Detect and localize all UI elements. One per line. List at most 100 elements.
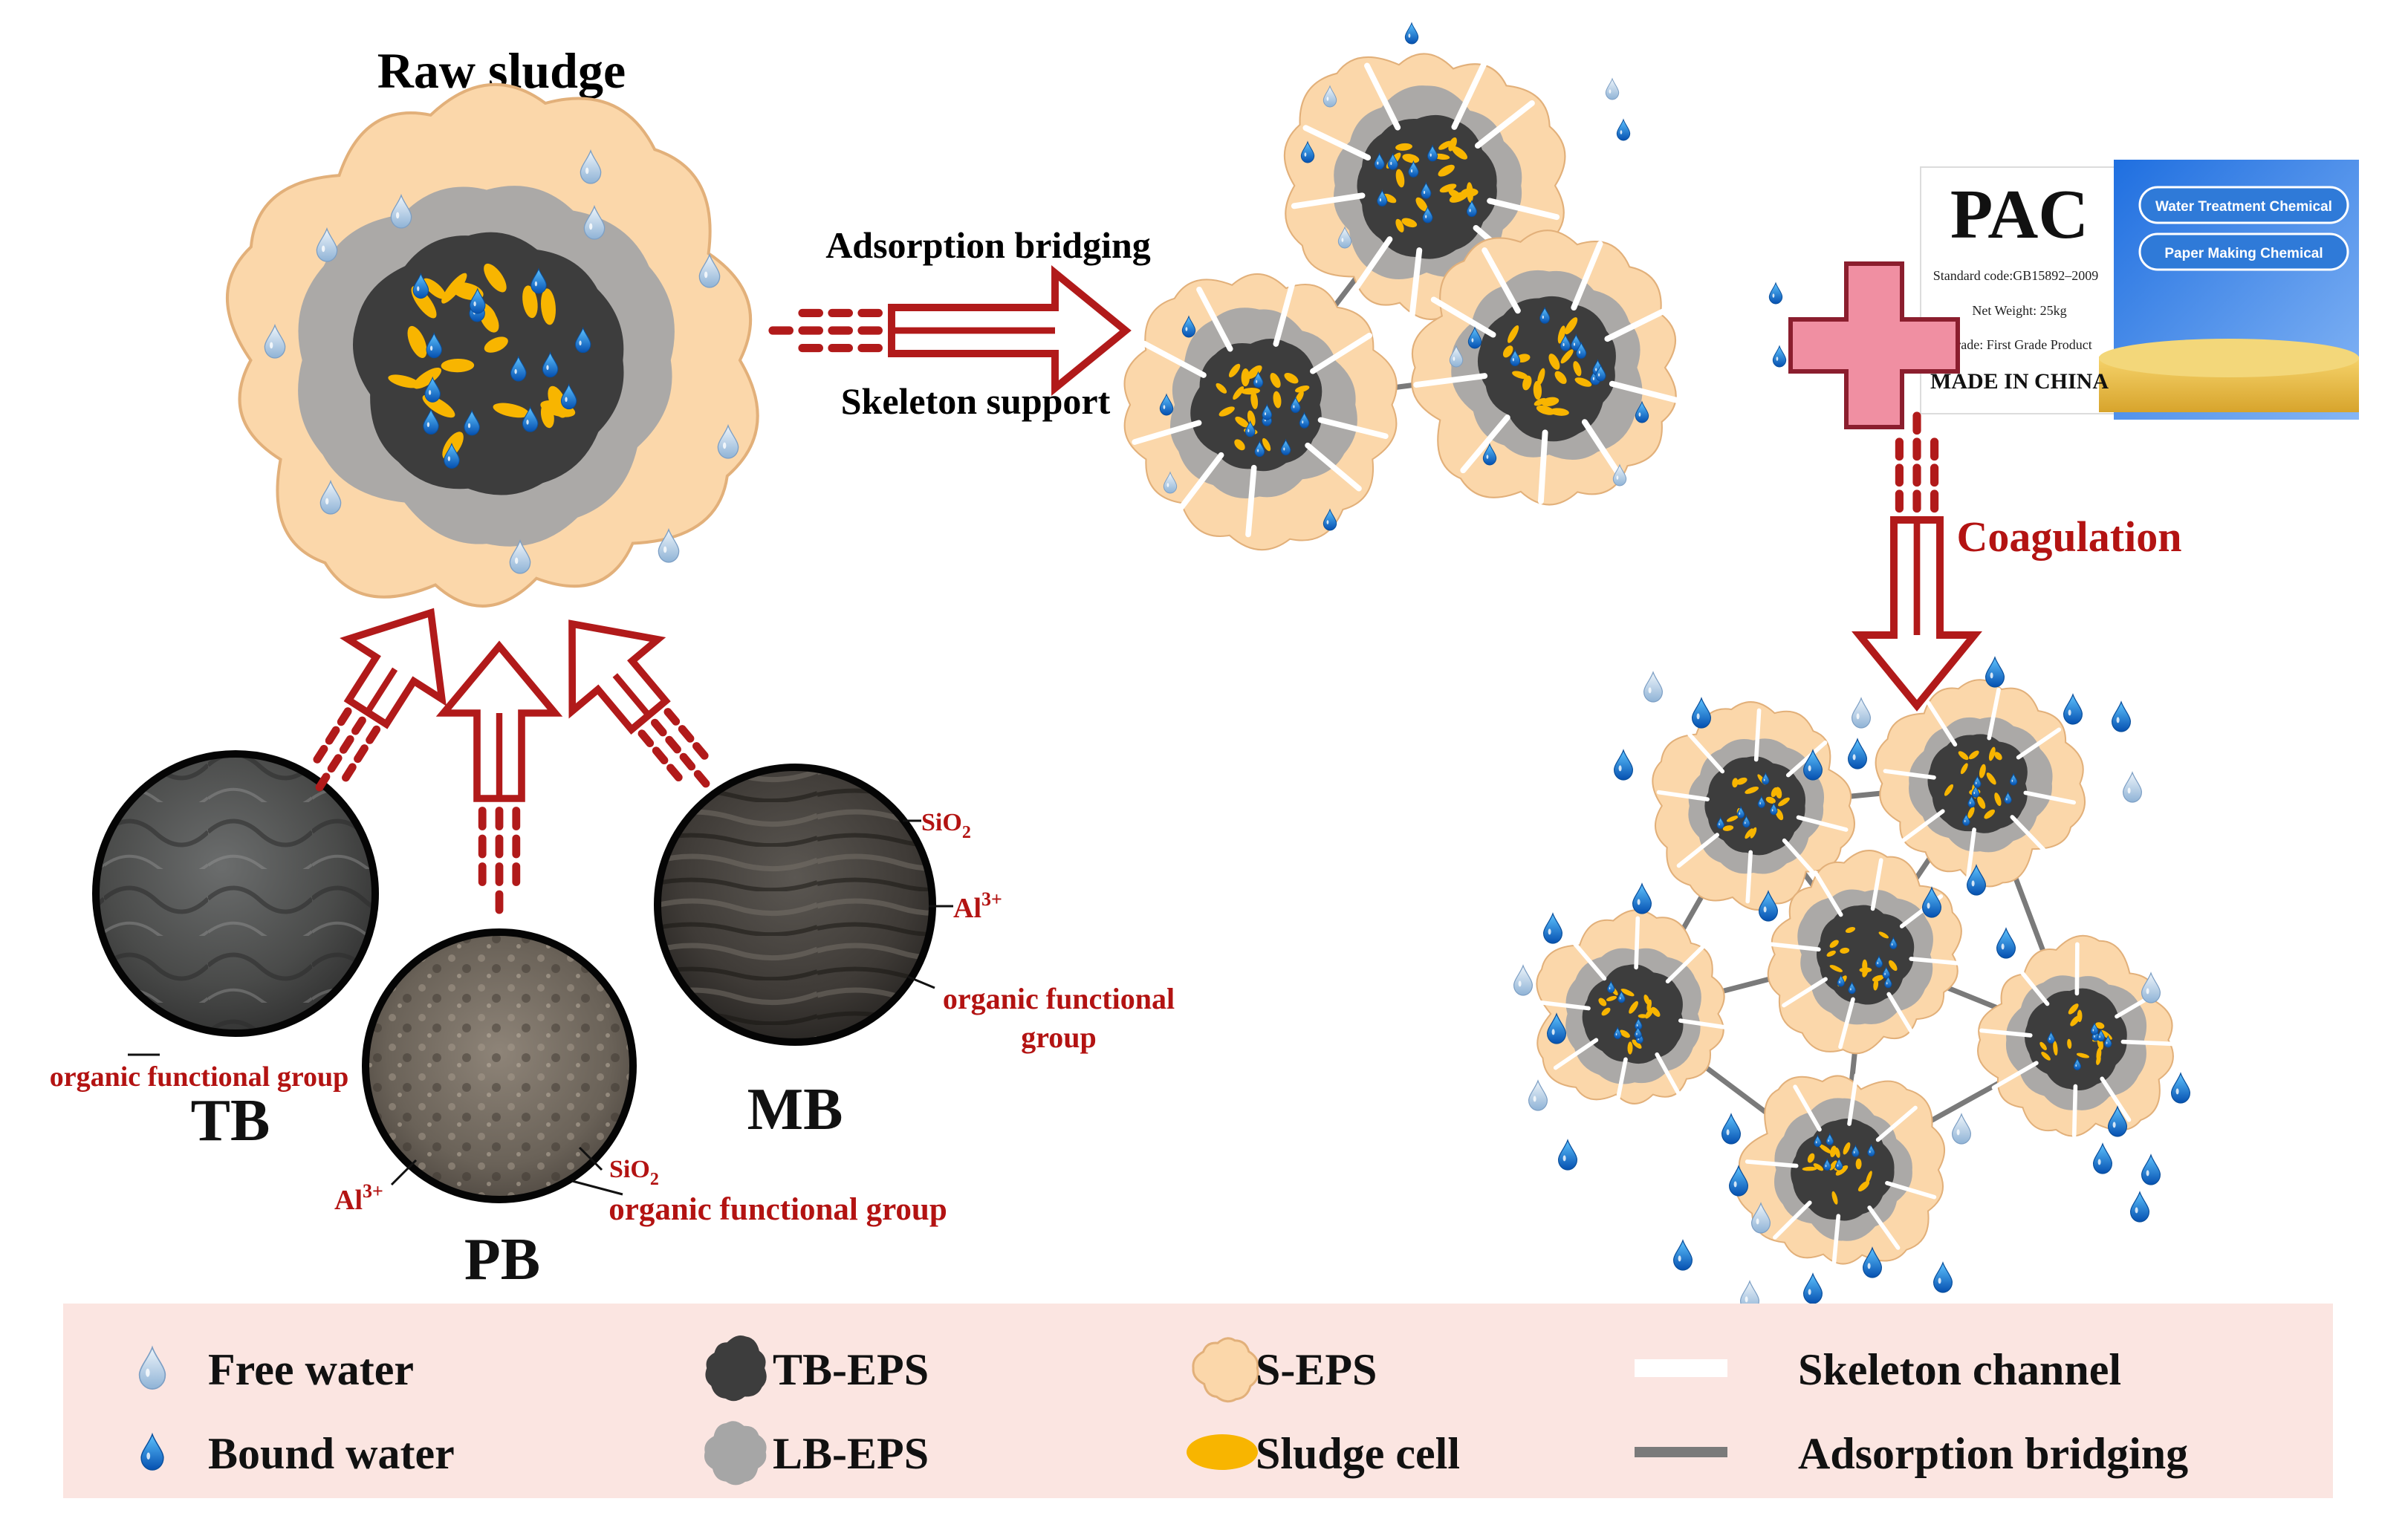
coagulated-water-drop-shine <box>2097 1159 2101 1165</box>
coagulated-floc-5-cell <box>1834 1147 1840 1158</box>
top-floc-0-skeleton-channel <box>1409 247 1423 322</box>
raw-sludge-free-water <box>390 193 412 229</box>
coagulated-water-drop <box>1643 671 1664 703</box>
coagulated-floc-1-cell <box>1960 763 1968 775</box>
top-floc-2-skeleton-channel <box>1604 305 1672 342</box>
coagulated-floc-1-cell <box>1944 784 1954 796</box>
coagulated-floc-0-cell <box>1745 828 1753 839</box>
top-floc-1-bound-water-shine <box>1265 412 1267 416</box>
coagulated-water-drop-shine <box>1938 1278 1941 1284</box>
coagulated-floc-4-skeleton-channel <box>2071 1084 2078 1138</box>
coagulated-floc-0-cell <box>1750 827 1757 839</box>
top-floc-1-bound-water <box>1280 438 1291 455</box>
top-floc-2-cell <box>1537 368 1545 385</box>
coagulated-floc-1-cell <box>1968 750 1979 760</box>
coagulated-floc-3-bound-water <box>1837 974 1845 987</box>
top-floc-2-bound-water <box>1560 333 1571 351</box>
raw-sludge-free-water <box>264 323 286 359</box>
gray-line-icon <box>1635 1447 1727 1457</box>
coagulated-floc-0-bound-water <box>1742 815 1750 828</box>
raw-sludge-free-water-shine <box>588 223 593 230</box>
top-floc-1-skeleton-channel <box>1245 464 1257 538</box>
tb-arrow-tail-dash <box>337 707 352 726</box>
top-floc-1-skeleton-channel <box>1317 417 1389 440</box>
coagulated-floc-2-bound-water-shine <box>1619 997 1621 1000</box>
top-water-drop-shine <box>1776 357 1779 361</box>
top-water-drop-shine <box>1616 475 1619 480</box>
coagulated-floc-1-cell <box>1994 752 2002 761</box>
coagulated-floc-1-cell <box>1986 772 1996 785</box>
raw-sludge-floc-cell <box>541 288 556 325</box>
coagulated-water-drop-shine <box>2146 988 2149 995</box>
top-floc-2-bound-water <box>1576 341 1587 359</box>
top-floc-1-cell <box>1270 372 1281 388</box>
coagulated-water-drop <box>1513 964 1534 996</box>
coagulated-floc-1-cell <box>1994 793 2002 807</box>
tb-arrow-body <box>340 608 447 729</box>
top-floc-1-cell <box>1295 385 1310 393</box>
mb-arrow <box>568 619 710 788</box>
top-floc-1-cell <box>1262 437 1271 452</box>
coagulated-floc-3-bound-water-shine <box>1891 943 1893 946</box>
top-floc-2-cell <box>1548 354 1560 370</box>
top-floc-1-bound-water <box>1299 411 1310 429</box>
coagulated-floc-3-bound-water-shine <box>1886 982 1888 985</box>
legend-label: Adsorption bridging <box>1798 1429 2188 1478</box>
raw-sludge-free-water-shine <box>321 245 325 253</box>
top-water-drop <box>1163 471 1178 494</box>
top-water-drop-shine <box>1638 412 1641 417</box>
coagulated-floc-3-skeleton-channel <box>1886 992 1917 1039</box>
top-floc-2-skeleton-channel <box>1571 241 1603 311</box>
coagulated-floc-4-bound-water-shine <box>2106 1041 2108 1044</box>
coagulated-water-drop-shine <box>1618 765 1622 772</box>
top-floc-1-skeleton-channel <box>1310 332 1373 374</box>
coagulated-floc-4-cell <box>2095 1022 2105 1029</box>
coagulated-floc-1-cell <box>1977 796 1986 809</box>
coagulated-water-drop-shine <box>1927 902 1930 909</box>
coagulated-water-drop-shine <box>1648 687 1652 694</box>
coagulated-floc-0-bound-water <box>1716 816 1724 830</box>
top-water-drop <box>1323 85 1337 108</box>
top-floc-0-skeleton-channel <box>1347 236 1393 299</box>
top-floc-0-bound-water-shine <box>1411 169 1413 173</box>
coagulated-floc-0-skeleton-channel <box>1687 732 1725 774</box>
coagulated-floc-1-bound-water <box>1967 795 1976 808</box>
raw-sludge-floc-cell <box>522 285 538 319</box>
coagulated-floc-0-bound-water-shine <box>1739 812 1741 815</box>
coagulated-water-drop <box>1672 1239 1693 1271</box>
coagulated-floc-2-skeleton-channel <box>1678 1018 1732 1030</box>
pac-origin: MADE IN CHINA <box>1930 369 2109 394</box>
coagulated-floc-4-bound-water-shine <box>2094 1035 2095 1038</box>
coagulated-floc-3-cell <box>1878 931 1889 939</box>
top-floc-1-cell <box>1228 363 1241 378</box>
coagulated-water-drop-shine <box>1745 1296 1748 1303</box>
mb-callout-organic-2: group <box>1021 1021 1097 1054</box>
coagulated-water-drop <box>2122 771 2143 803</box>
top-floc-2-skeleton-channel <box>1609 380 1682 404</box>
top-floc-2-bound-water <box>1571 333 1582 351</box>
coagulated-water-drop <box>1613 749 1634 781</box>
top-floc-2-cell <box>1560 349 1574 364</box>
coagulated-water-drop <box>1851 697 1872 729</box>
top-floc-2-skeleton-channel <box>1537 429 1548 504</box>
coagulated-floc-1-skeleton-channel <box>2023 790 2077 805</box>
raw-sludge-floc-bound-water <box>530 267 547 294</box>
coagulated-floc-2 <box>1536 909 1732 1110</box>
coagulated-floc-2-skeleton-channel <box>1570 939 1607 981</box>
coagulated-floc-0-cell <box>1765 796 1776 804</box>
free-drops <box>1159 22 2191 1312</box>
mb-arrow-tail-dash <box>652 746 669 764</box>
coagulated-floc-4-bound-water-shine <box>2092 1029 2094 1032</box>
top-water-drop <box>1337 226 1352 249</box>
coagulated-floc-5-bound-water <box>1826 1133 1834 1146</box>
pac-weight: Net Weight: 25kg <box>1972 303 2066 318</box>
top-floc-1-cell <box>1247 410 1256 426</box>
coagulated-water-drop-shine <box>1562 1155 1566 1162</box>
raw-sludge-floc-bound-water-shine <box>428 390 432 395</box>
legend-item: TB-EPS <box>705 1335 929 1402</box>
coagulated-water-drop-shine <box>1763 906 1767 913</box>
top-floc-2-bound-water-shine <box>1512 358 1514 362</box>
coagulated-floc-5-cell <box>1802 1166 1817 1171</box>
top-floc-2-bound-water-shine <box>1573 342 1576 346</box>
top-water-drop-shine <box>1609 89 1612 94</box>
